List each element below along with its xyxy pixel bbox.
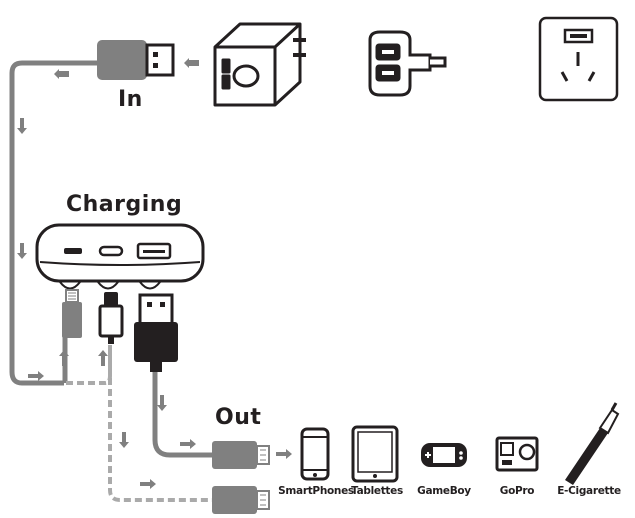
arrow-left-icon — [184, 58, 199, 68]
usb-a-cable — [134, 293, 178, 372]
car-charger-icon — [368, 30, 447, 97]
smartphone-icon — [300, 427, 330, 481]
out-label: Out — [215, 405, 262, 430]
wall-adapter-icon — [213, 22, 306, 107]
dashed-cable-path — [66, 345, 215, 502]
arrow-right-icon — [28, 371, 44, 381]
input-cable-path — [9, 60, 100, 386]
output-cable-path — [152, 370, 215, 458]
charging-label: Charging — [66, 192, 183, 217]
arrow-left-icon — [54, 69, 69, 79]
output-plug-bottom — [212, 486, 270, 514]
arrow-down-icon — [17, 243, 27, 259]
arrow-down-icon — [119, 432, 129, 448]
arrow-down-icon — [17, 118, 27, 134]
output-plug-top — [212, 441, 270, 469]
wall-socket-icon — [538, 16, 619, 102]
tablet-icon — [351, 425, 399, 483]
e-cigarette-label: E-Cigarette — [557, 485, 621, 497]
in-label: In — [118, 87, 143, 112]
arrow-up-icon — [59, 350, 69, 366]
gopro-label: GoPro — [499, 485, 535, 497]
tablettes-label: Tablettes — [351, 485, 403, 497]
arrow-down-icon — [157, 395, 167, 411]
arrow-right-icon — [140, 479, 156, 489]
power-bank-icon — [35, 223, 205, 290]
arrow-right-icon — [276, 449, 292, 459]
usb-input-plug — [97, 40, 175, 80]
smartphones-label: SmartPhones — [278, 485, 354, 497]
e-cigarette-icon — [565, 402, 620, 485]
micro-usb-cable — [62, 289, 82, 338]
flow-arrows — [17, 58, 292, 489]
gopro-icon — [495, 436, 539, 472]
gameboy-icon — [421, 443, 467, 467]
usb-c-cable — [98, 292, 124, 344]
gameboy-label: GameBoy — [417, 485, 471, 497]
arrow-right-icon — [180, 439, 196, 449]
arrow-up-icon — [98, 350, 108, 366]
